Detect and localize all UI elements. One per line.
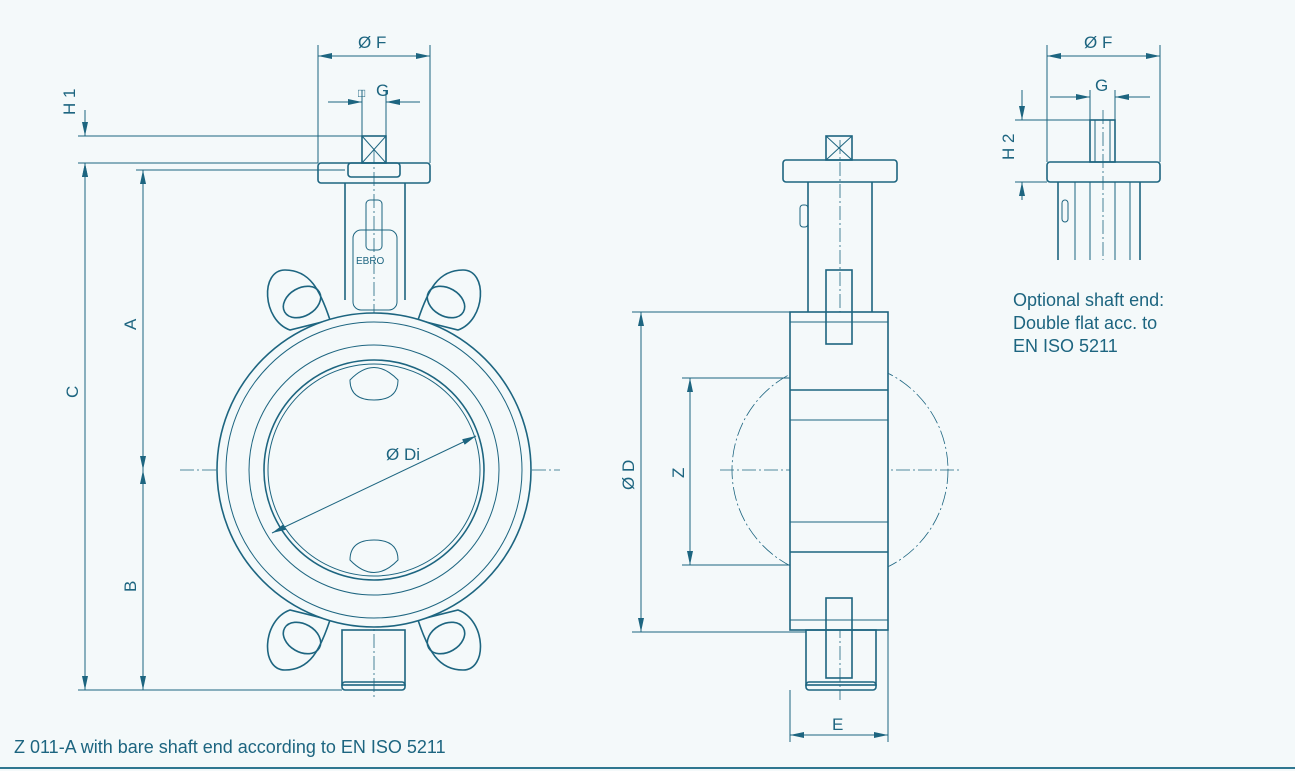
- front-dimensions: Ø F □ G H 1 C A B Ø Di: [60, 33, 477, 691]
- detail-dim-label-g: G: [1095, 76, 1108, 95]
- brand-logo: EBRO: [356, 256, 385, 267]
- bottom-border: [0, 767, 1295, 769]
- dim-label-d: Ø D: [619, 460, 638, 490]
- dim-label-g: G: [376, 81, 389, 100]
- dim-label-c: C: [63, 386, 82, 398]
- note-line: Double flat acc. to: [1013, 313, 1158, 333]
- detail-view: Ø F G H 2: [999, 33, 1161, 260]
- drawing-caption: Z 011-A with bare shaft end according to…: [14, 737, 446, 757]
- dim-label-di: Ø Di: [386, 445, 420, 464]
- square-symbol: □: [358, 86, 365, 100]
- side-view: [720, 135, 960, 700]
- dim-label-h1: H 1: [60, 89, 79, 115]
- dim-label-f: Ø F: [358, 33, 386, 52]
- side-dimensions: Ø D Z E: [619, 311, 889, 742]
- note-line: EN ISO 5211: [1013, 336, 1118, 356]
- note-line: Optional shaft end:: [1013, 290, 1165, 310]
- dim-label-e: E: [832, 715, 843, 734]
- dim-label-b: B: [121, 581, 140, 592]
- front-view: EBRO: [180, 135, 560, 700]
- dim-label-z: Z: [669, 468, 688, 478]
- optional-shaft-note: Optional shaft end: Double flat acc. to …: [1013, 289, 1164, 358]
- dim-label-h2: H 2: [999, 134, 1018, 160]
- detail-dim-label-f: Ø F: [1084, 33, 1112, 52]
- dim-label-a: A: [121, 318, 140, 330]
